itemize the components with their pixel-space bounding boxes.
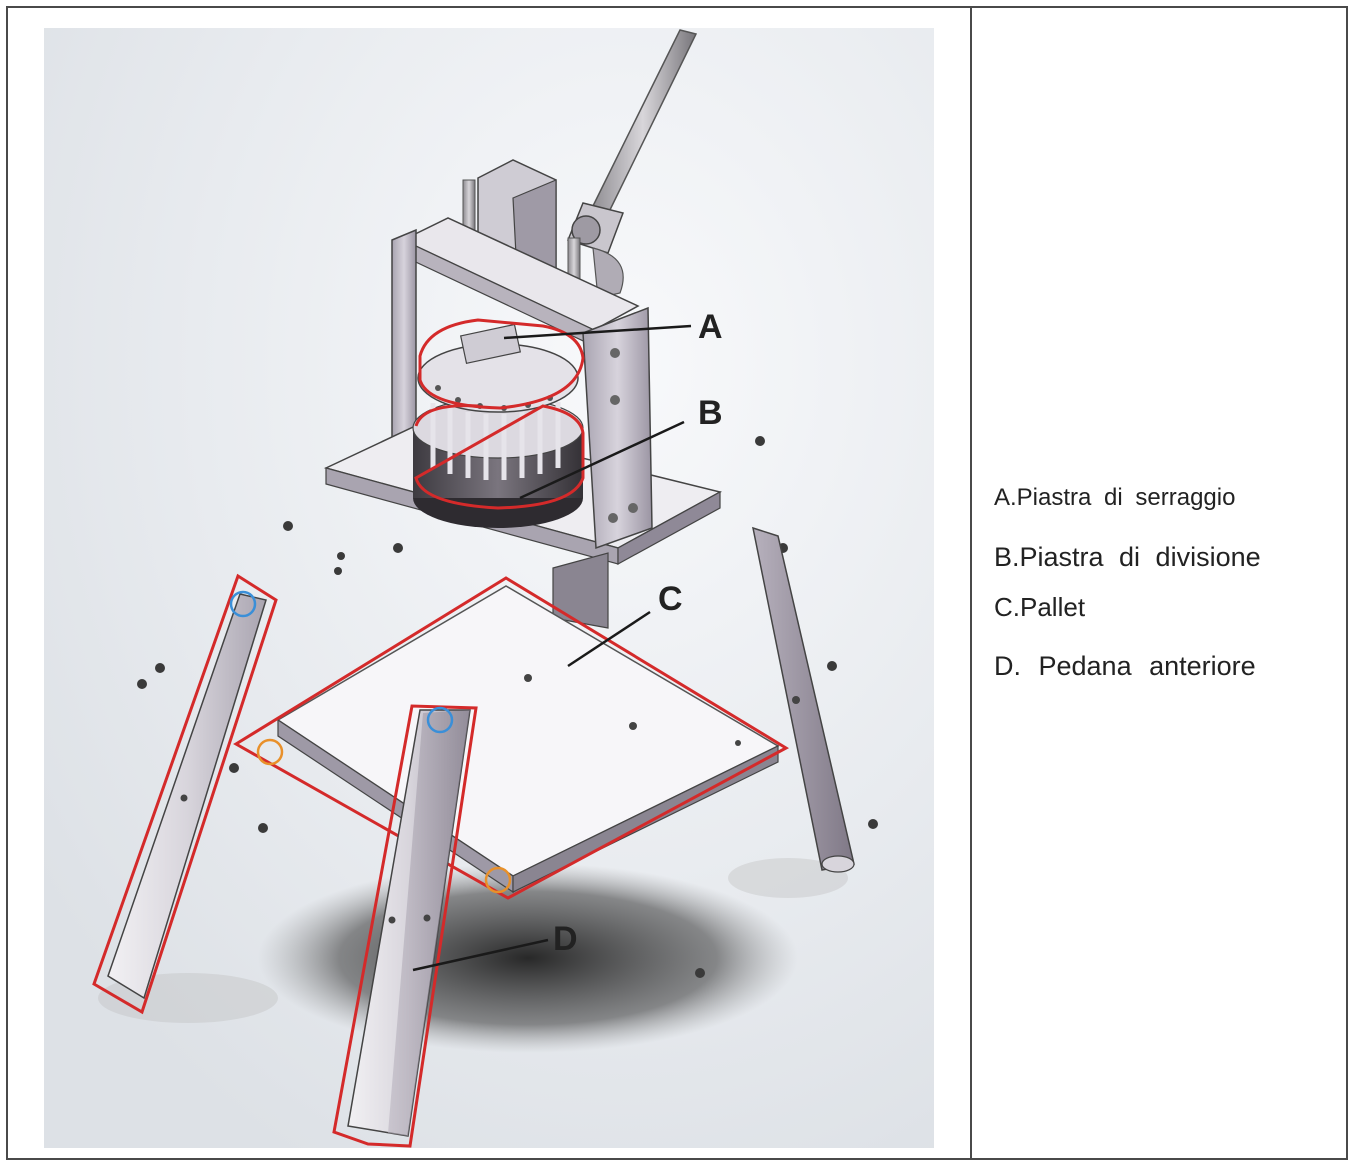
leg-shadow bbox=[728, 858, 848, 898]
stud bbox=[462, 179, 476, 233]
highlight-leg-front bbox=[332, 704, 478, 1148]
leader-line-a bbox=[503, 324, 692, 340]
division-blades bbox=[430, 402, 561, 480]
assembly-figure: A B C D bbox=[8, 8, 970, 1158]
leader-line-d bbox=[412, 938, 549, 972]
highlight-corner-hole bbox=[256, 738, 284, 766]
leg-holes bbox=[388, 914, 431, 924]
highlight-clamping-plate bbox=[418, 318, 585, 410]
head-column bbox=[552, 552, 609, 629]
leg-left bbox=[107, 593, 267, 1000]
handle-pivot bbox=[571, 215, 601, 245]
pallet-side-edge bbox=[512, 745, 779, 893]
callout-b: B bbox=[698, 394, 723, 432]
highlight-corner-hole bbox=[484, 866, 512, 894]
exploded-assembly-drawing: A B C D bbox=[44, 28, 934, 1148]
legend-item-d: D. Pedana anteriore bbox=[994, 651, 1256, 681]
ground-shadow bbox=[258, 863, 798, 1053]
callout-a: A bbox=[698, 308, 723, 346]
leg-front-side bbox=[388, 710, 470, 1136]
leg-hole bbox=[180, 794, 188, 802]
highlight-leg-hole bbox=[229, 590, 257, 618]
frame-bolts bbox=[608, 348, 638, 523]
highlight-leg-left bbox=[92, 573, 278, 1015]
highlight-leg-hole bbox=[426, 706, 454, 734]
head-baseplate-side bbox=[617, 490, 721, 566]
highlight-division-plate bbox=[414, 404, 585, 510]
leader-line-b bbox=[519, 420, 685, 500]
table-divider bbox=[970, 6, 972, 1160]
legend-item-a: A.Piastra di serraggio bbox=[994, 484, 1236, 511]
legend-item-b: B.Piastra di divisione bbox=[994, 542, 1261, 572]
callout-c: C bbox=[658, 580, 683, 618]
leader-lines bbox=[412, 324, 692, 972]
leader-line-c bbox=[567, 610, 651, 668]
leg-foot bbox=[821, 855, 855, 873]
frame-right-upright bbox=[582, 306, 653, 550]
leg-hole bbox=[792, 696, 800, 704]
callout-d: D bbox=[553, 920, 578, 958]
table-frame bbox=[6, 6, 1348, 1160]
legend-item-c: C.Pallet bbox=[994, 592, 1086, 622]
pallet-holes bbox=[524, 674, 741, 746]
legend-panel: A.Piastra di serraggio B.Piastra di divi… bbox=[972, 8, 1346, 1158]
handle-cam bbox=[592, 247, 624, 299]
